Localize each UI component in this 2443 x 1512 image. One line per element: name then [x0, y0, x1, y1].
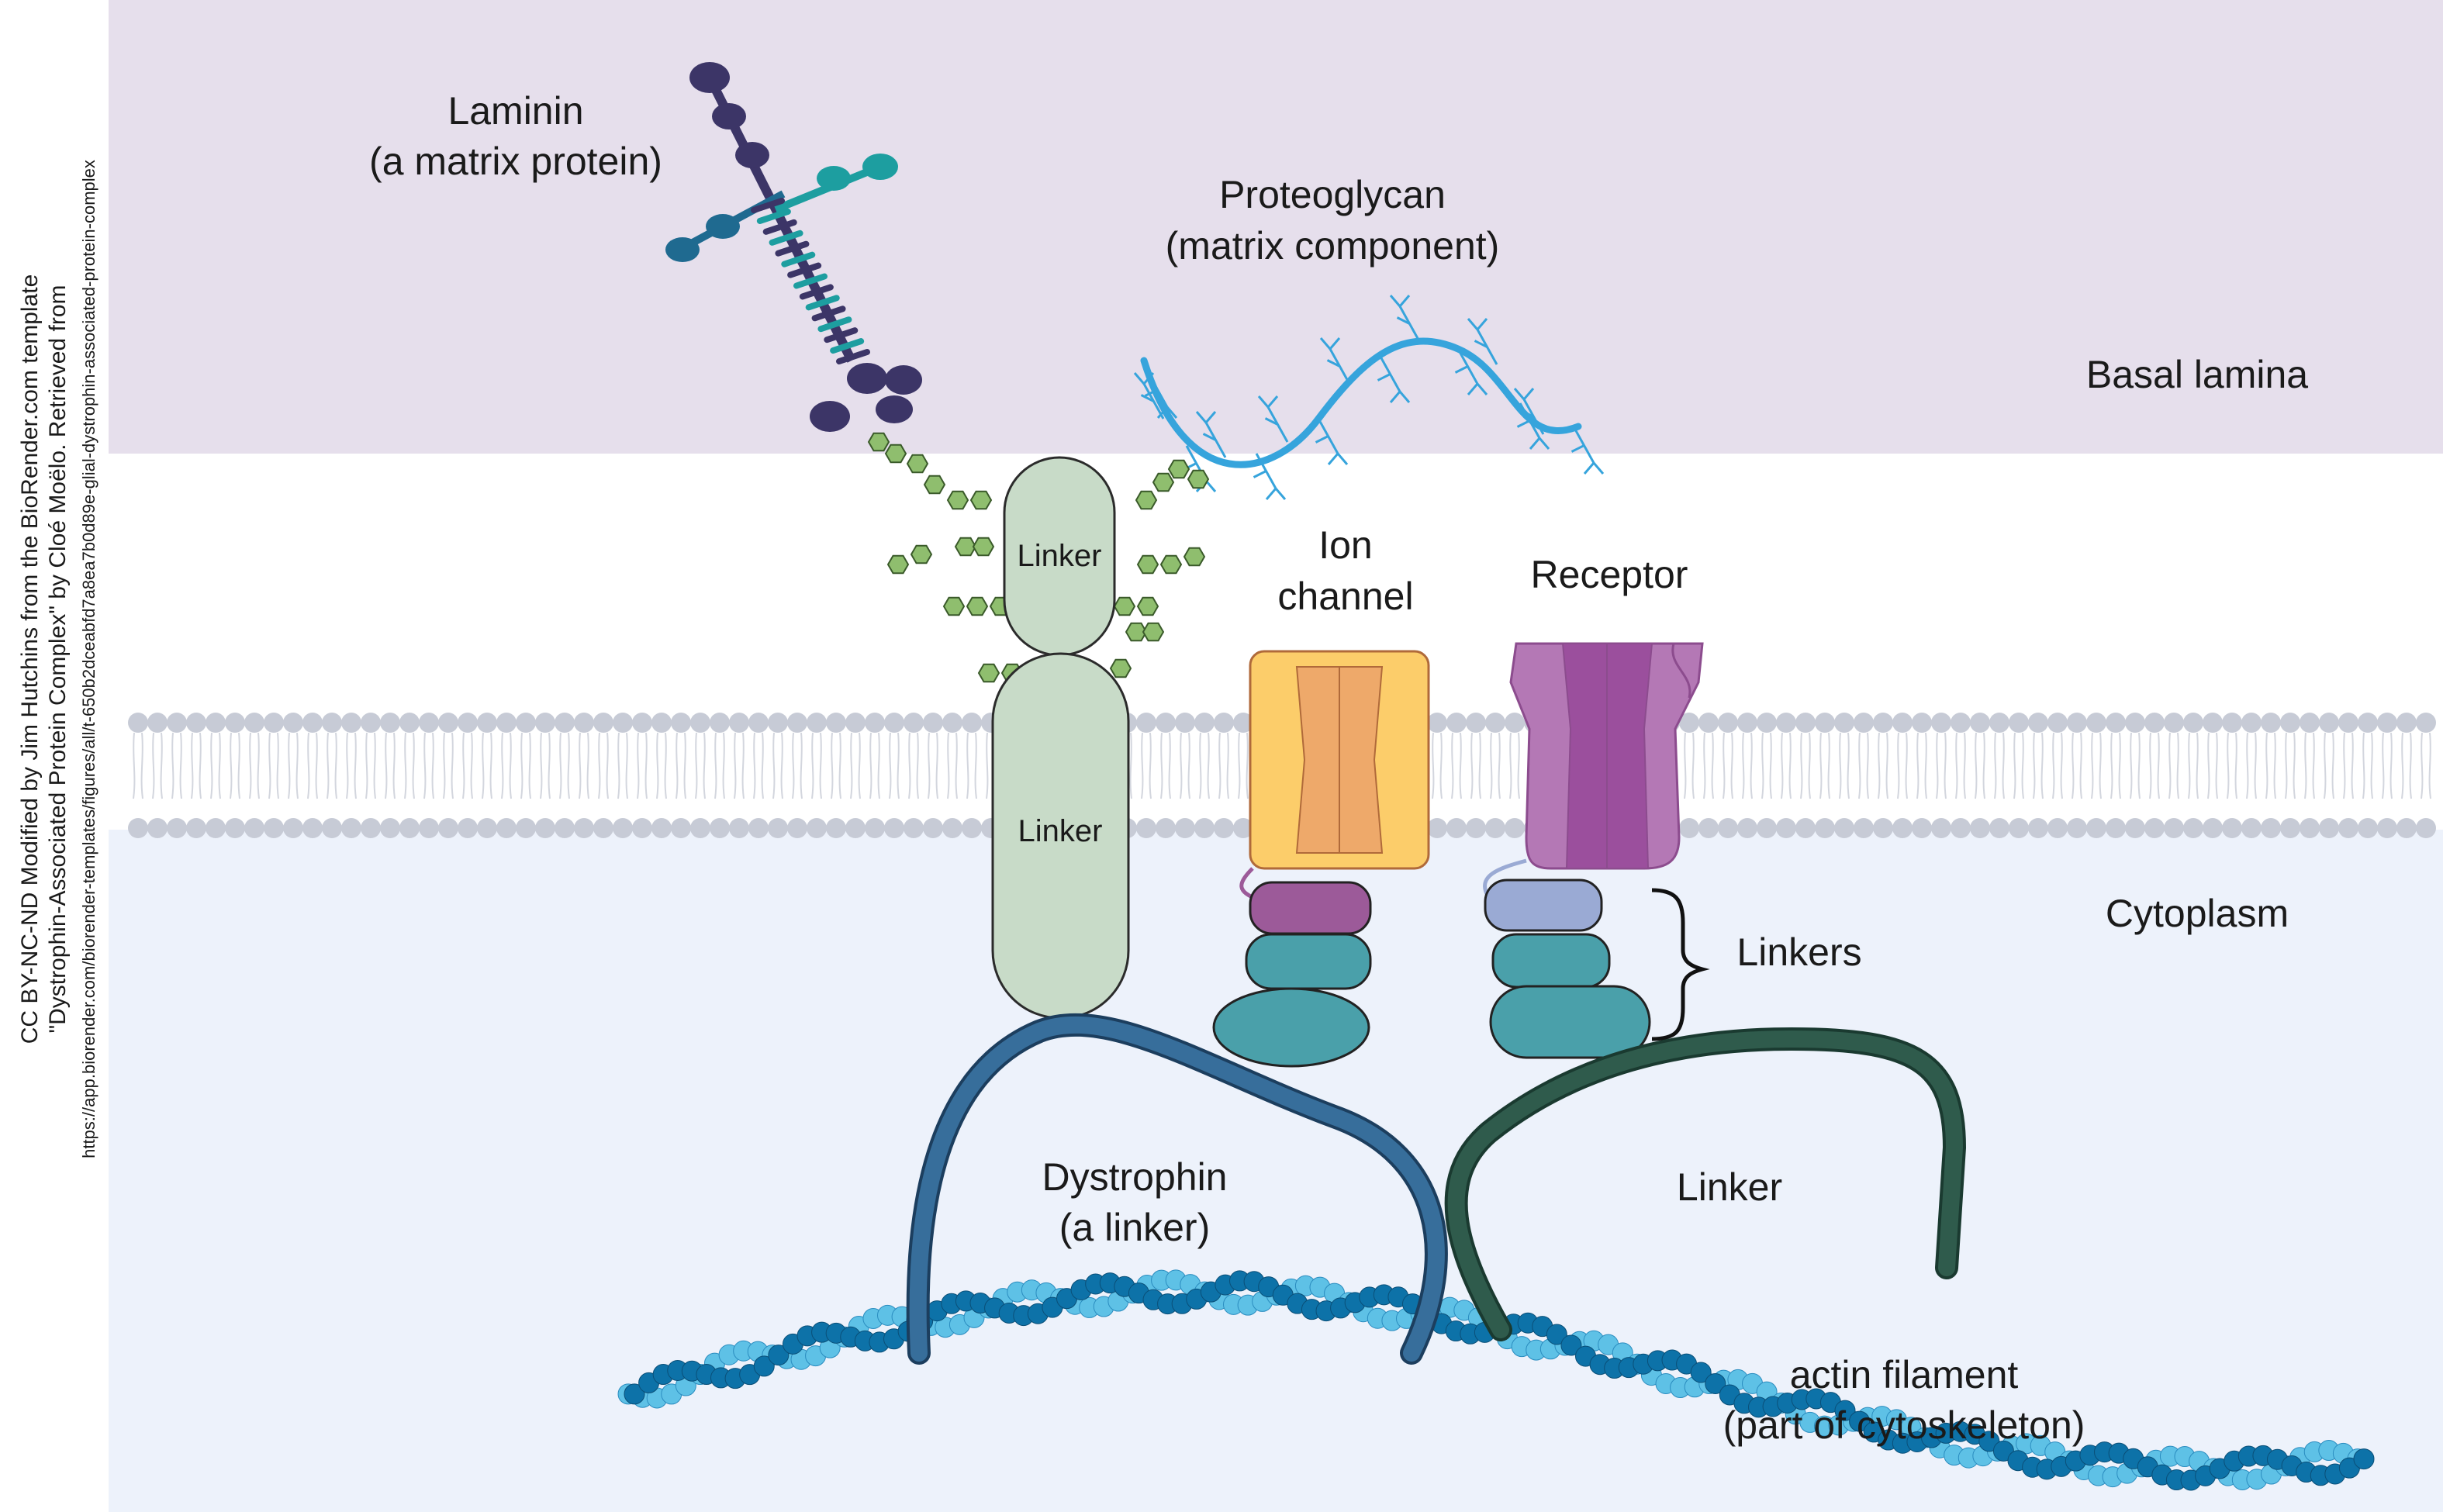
- credit-line-1: CC BY-NC-ND Modified by Jim Hutchins fro…: [17, 274, 43, 1044]
- actin-filament: [617, 1269, 2375, 1491]
- ion-channel-linker-teal-2: [1212, 987, 1370, 1068]
- green-linker-label: Linker: [1677, 1165, 1782, 1209]
- dystrophin-label-line-1: Dystrophin: [1042, 1155, 1228, 1199]
- cytoplasm-label: Cytoplasm: [2106, 892, 2289, 935]
- actin-label-line-1: actin filament: [1790, 1353, 2019, 1396]
- linkers-label: Linkers: [1736, 930, 1861, 974]
- ion-channel-linker-teal-1: [1245, 933, 1372, 990]
- proteoglycan: [1133, 295, 1605, 500]
- receptor: [1483, 642, 1704, 897]
- proteoglycan-label-line-1: Proteoglycan: [1219, 173, 1446, 216]
- ion-channel-label-line-2: channel: [1277, 575, 1413, 618]
- linkers-bracket: [1651, 888, 1710, 1041]
- laminin-label-line-1: Laminin: [447, 89, 583, 133]
- basal-lamina-label: Basal lamina: [2086, 353, 2308, 396]
- dystrophin-label-line-2: (a linker): [1059, 1206, 1210, 1249]
- green-linker-fill: [1447, 1030, 1964, 1338]
- laminin: [665, 62, 922, 432]
- credit-line-2: "Dystrophin-Associated Protein Complex" …: [45, 285, 71, 1033]
- linker-transmembrane-label: Linker: [1018, 814, 1103, 848]
- basal-lamina-region: [109, 0, 2443, 454]
- dystrophin-fill: [909, 1016, 1445, 1362]
- credit-line-3: https://app.biorender.com/biorender-temp…: [79, 160, 98, 1158]
- receptor-linker-teal-1: [1491, 933, 1611, 989]
- proteoglycan-label-line-2: (matrix component): [1166, 224, 1500, 268]
- ion-channel: [1239, 650, 1430, 902]
- actin-label-line-2: (part of cytoskeleton): [1723, 1403, 2085, 1447]
- receptor-linker-lavender: [1484, 879, 1603, 932]
- ion-channel-label-line-1: Ion: [1318, 523, 1373, 567]
- receptor-label: Receptor: [1531, 553, 1688, 596]
- laminin-coiled-coil: [751, 198, 870, 364]
- ion-channel-linker-purple: [1249, 881, 1372, 935]
- laminin-label-line-2: (a matrix protein): [369, 140, 662, 183]
- receptor-linker-teal-2: [1489, 985, 1651, 1059]
- linker-top-label: Linker: [1018, 539, 1102, 573]
